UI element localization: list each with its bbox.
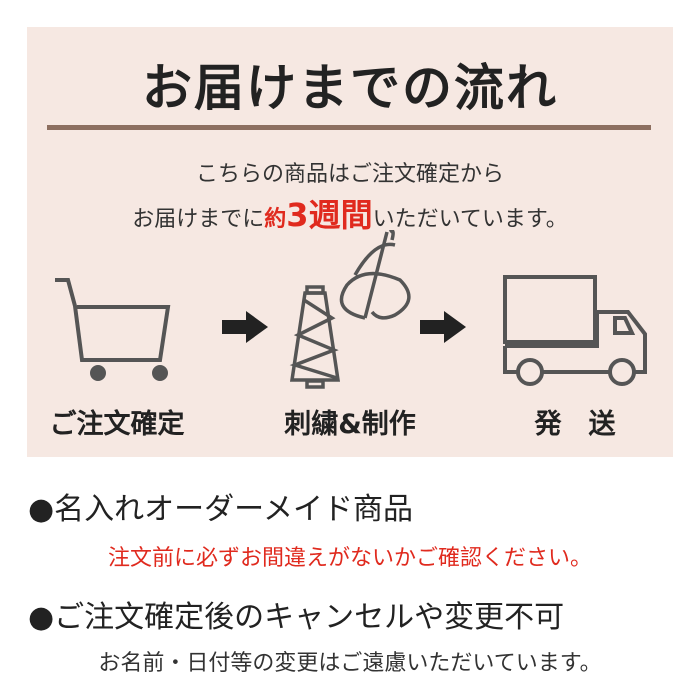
intro-pre: お届けまでに: [132, 207, 265, 232]
note-heading-no-cancel: ●ご注文確定後のキャンセルや変更不可: [28, 600, 565, 635]
flow-icons: [55, 230, 647, 389]
intro-post: いただいています。: [372, 207, 568, 232]
arrow-right-icon: [222, 311, 268, 343]
step-embroidery: 刺繍&制作: [284, 409, 416, 440]
note-heading-custom: ●名入れオーダーメイド商品: [28, 492, 413, 527]
cart-icon: [55, 278, 171, 381]
flow-panel: [27, 27, 673, 457]
step-order-confirmed: ご注文確定: [49, 409, 185, 440]
title-divider: [47, 125, 651, 130]
duration-value: 3週間: [286, 196, 373, 234]
thread-needle-icon: [289, 230, 411, 389]
note-text-no-change: お名前・日付等の変更はご遠慮いただいています。: [98, 651, 602, 676]
intro-line-2: お届けまでに約3週間いただいています。: [0, 190, 700, 236]
duration-approx: 約: [264, 207, 287, 232]
intro-line-1: こちらの商品はご注文確定から: [195, 162, 504, 187]
note-text-confirm: 注文前に必ずお間違えがないかご確認ください。: [107, 546, 592, 571]
page-title: お届けまでの流れ: [142, 59, 558, 117]
step-shipping: 発 送: [534, 409, 616, 440]
truck-icon: [503, 275, 647, 386]
arrow-right-icon: [420, 311, 466, 343]
